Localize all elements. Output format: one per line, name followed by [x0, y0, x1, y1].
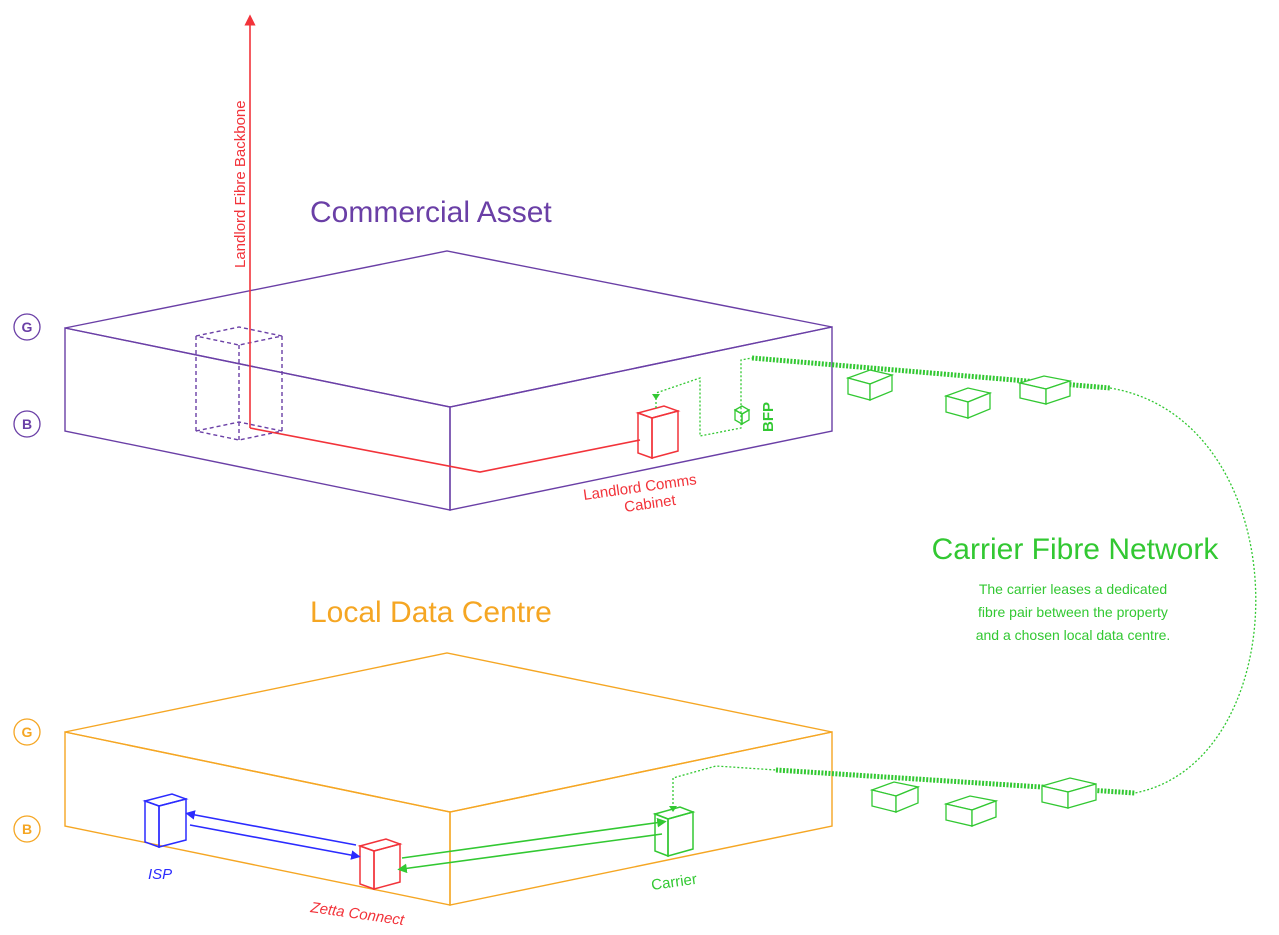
- local-data-centre-building: [64, 652, 833, 906]
- commercial-asset-right-face: [449, 326, 833, 511]
- backbone-horizontal-run: [249, 427, 641, 473]
- commercial-floor-b-marker: B: [13, 410, 41, 438]
- isp-zetta-link: [185, 810, 361, 860]
- zetta-connect-rack: [357, 838, 403, 891]
- svg-text:G: G: [22, 319, 33, 335]
- commercial-asset-title: Commercial Asset: [310, 196, 552, 229]
- isp-label: ISP: [148, 866, 172, 883]
- data-centre-left-face: [64, 731, 451, 906]
- bfp-box: [733, 405, 751, 426]
- commercial-asset-left-face: [64, 327, 451, 511]
- local-data-centre-title: Local Data Centre: [310, 596, 552, 629]
- commercial-floor-g-marker: G: [13, 313, 41, 341]
- data-centre-right-face: [449, 731, 833, 906]
- carrier-network-title: Carrier Fibre Network: [932, 533, 1220, 566]
- carrier-rack-arrow-icon: [669, 806, 677, 812]
- landlord-comms-cabinet: [635, 405, 681, 460]
- zetta-carrier-link: [397, 817, 667, 874]
- carrier-network-arc: [1109, 387, 1257, 794]
- carrier-network-desc-line3: and a chosen local data centre.: [976, 627, 1171, 643]
- svg-text:G: G: [22, 724, 33, 740]
- dc-floor-g-marker: G: [13, 718, 41, 746]
- splice-box-top-3: [1017, 375, 1073, 405]
- carrier-cable-bottom: [775, 767, 1136, 796]
- carrier-rack: [652, 806, 696, 858]
- splice-box-bottom-1: [869, 781, 921, 813]
- data-centre-top-face: [64, 652, 833, 813]
- bfp-label: BFP: [760, 402, 777, 432]
- svg-text:B: B: [22, 416, 32, 432]
- splice-box-top-2: [943, 387, 993, 419]
- isp-rack: [142, 793, 189, 849]
- carrier-network-desc-line1: The carrier leases a dedicated: [979, 581, 1167, 597]
- splice-box-bottom-2: [943, 795, 999, 827]
- dc-carrier-dotted-link: [672, 765, 777, 808]
- commercial-asset-top-face: [64, 250, 833, 408]
- building-fibre-connection: [655, 357, 753, 437]
- carrier-label: Carrier: [650, 871, 698, 894]
- splice-box-bottom-3: [1041, 777, 1097, 809]
- landlord-fibre-backbone: [244, 14, 641, 473]
- splice-box-top-1: [845, 369, 895, 401]
- cabinet-arrow-icon: [652, 394, 660, 400]
- zetta-connect-label: Zetta Connect: [308, 899, 405, 929]
- commercial-asset-building: [64, 250, 833, 511]
- backbone-label: Landlord Fibre Backbone: [232, 100, 249, 268]
- svg-text:B: B: [22, 821, 32, 837]
- riser-shaft: [195, 326, 283, 441]
- dc-floor-b-marker: B: [13, 815, 41, 843]
- carrier-network-desc-line2: fibre pair between the property: [978, 604, 1168, 620]
